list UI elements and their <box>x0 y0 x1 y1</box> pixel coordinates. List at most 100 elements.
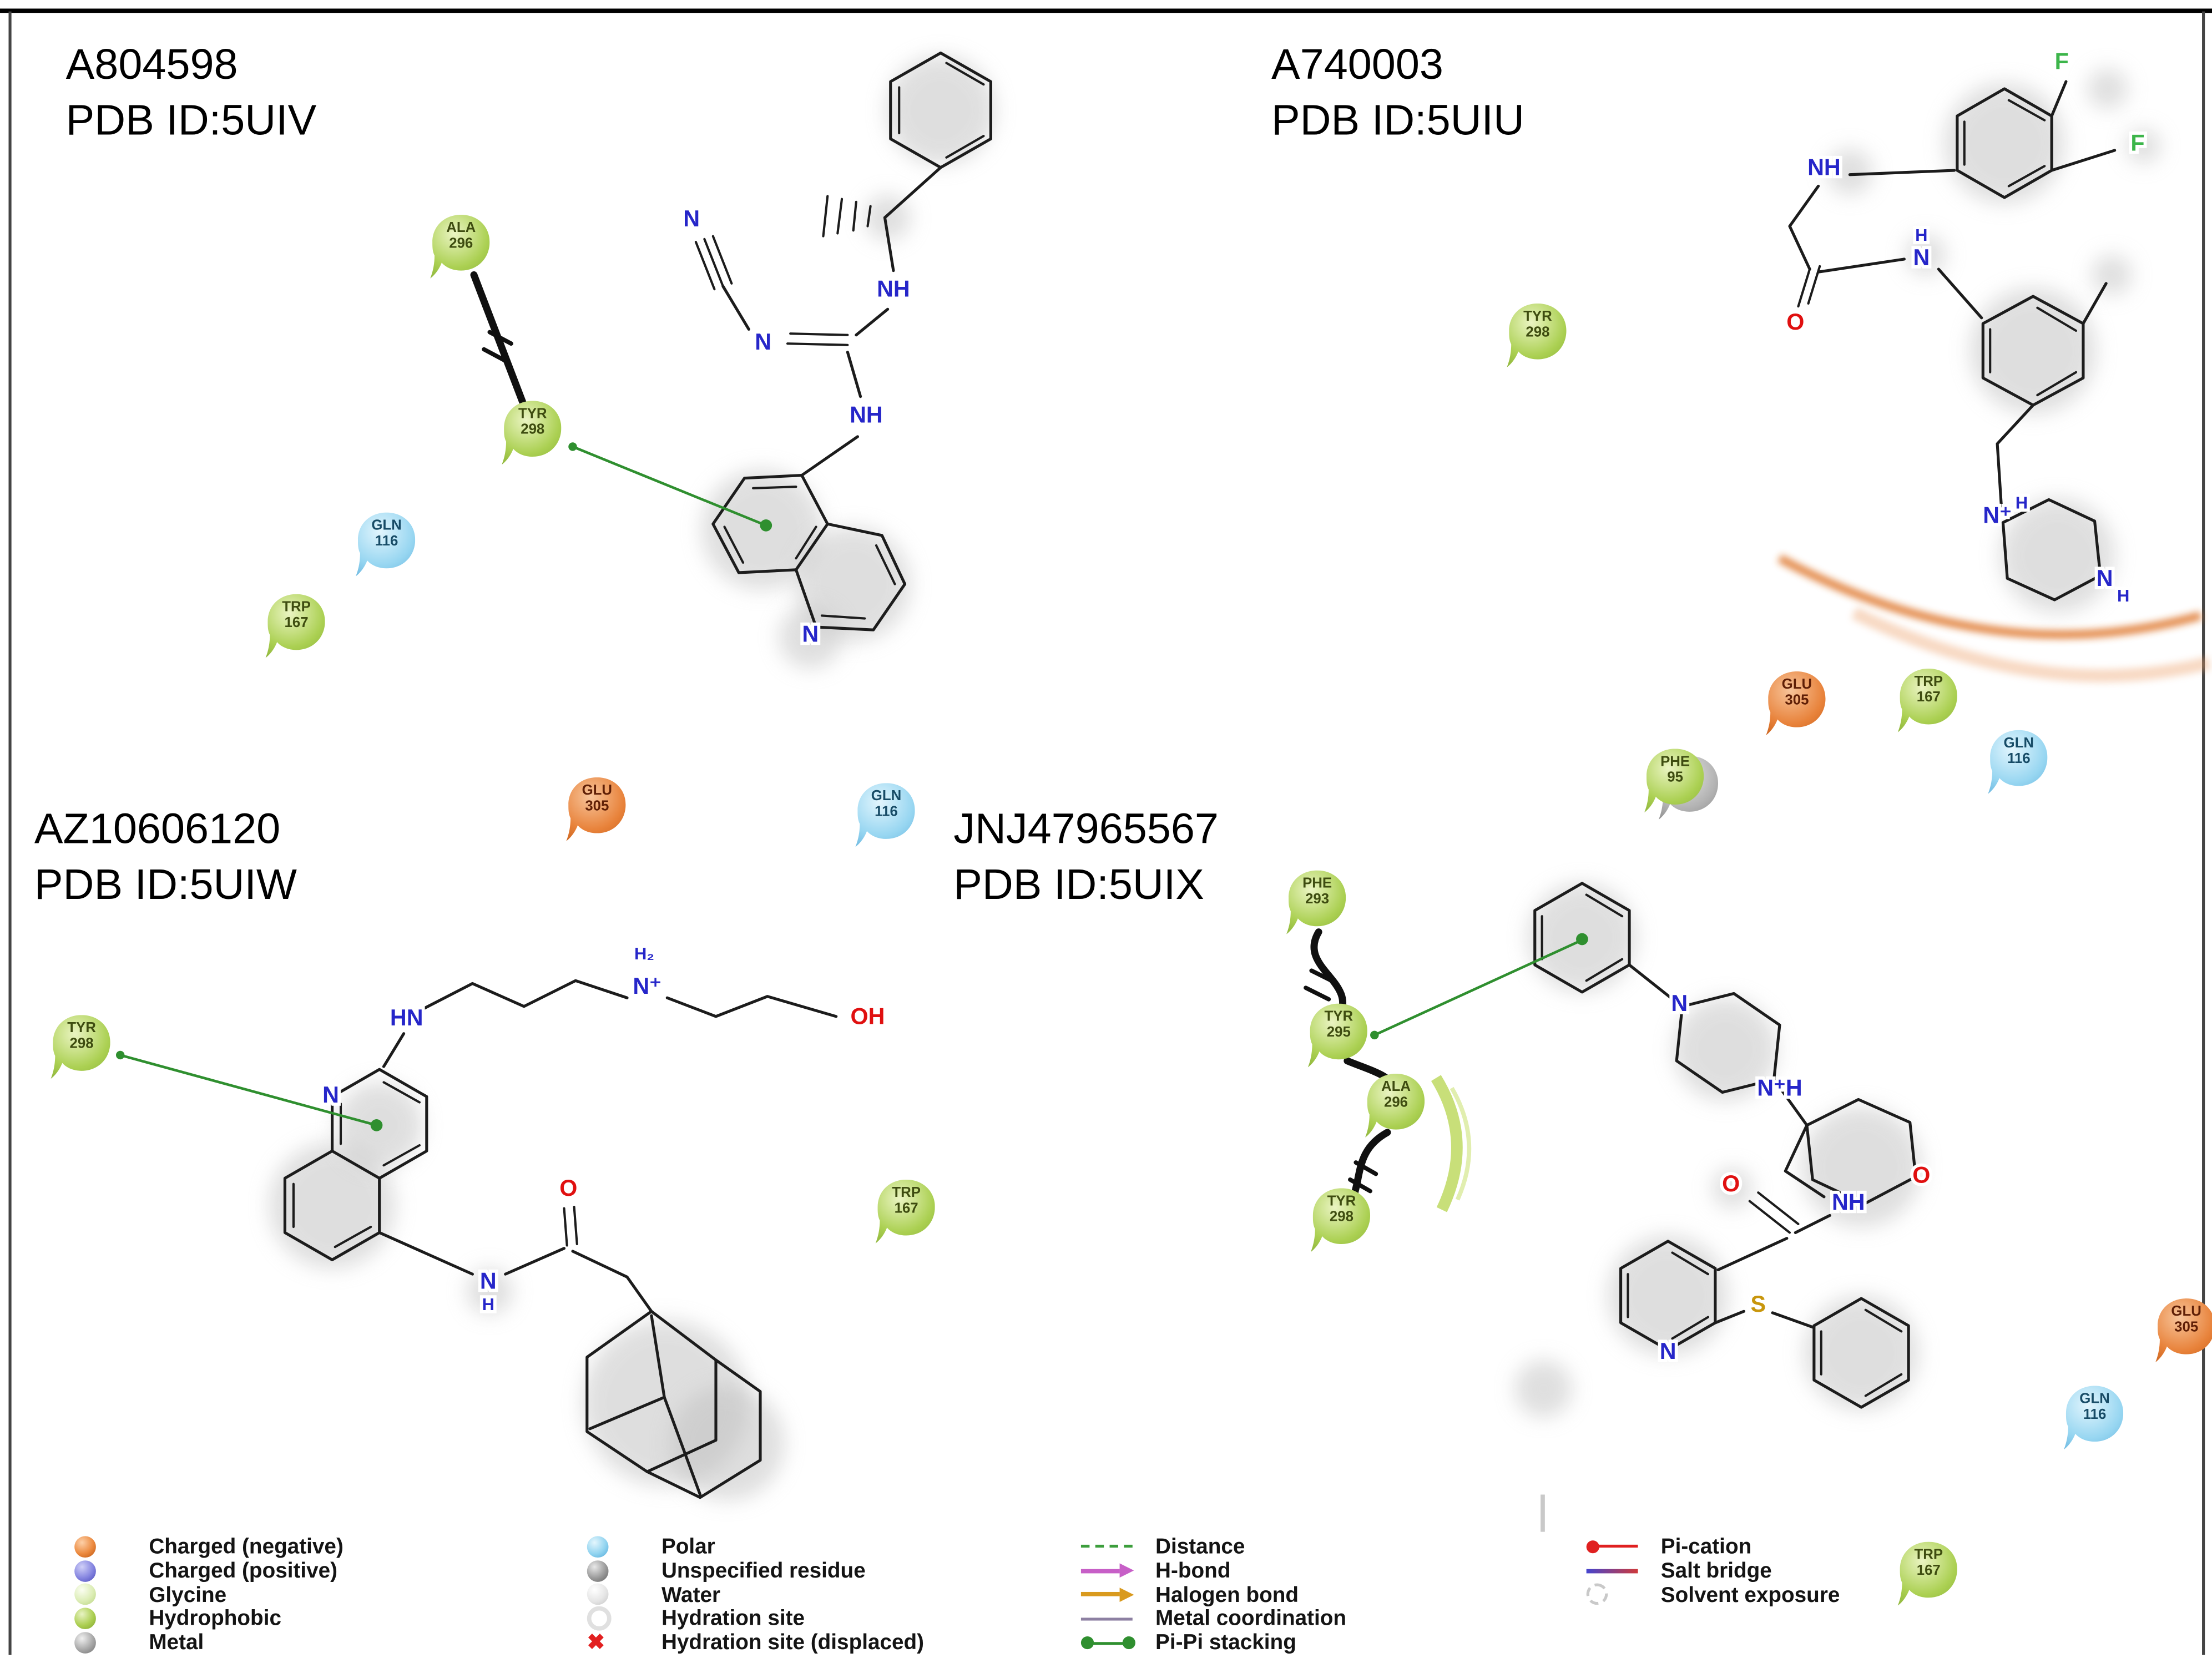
atom-label-N: N <box>802 621 819 646</box>
water-icon <box>587 1583 653 1606</box>
legend-label: Pi-cation <box>1660 1534 1752 1559</box>
pdb-id: PDB ID:5UIU <box>1271 97 1524 145</box>
hydrophobic-icon <box>74 1608 140 1630</box>
distance-icon <box>1080 1535 1147 1558</box>
hydration-displaced-icon: ✖ <box>587 1630 605 1655</box>
panel-title-5uiv: A804598 PDB ID:5UIV <box>66 37 317 149</box>
legend-item-solvent-exposure: Solvent exposure <box>1586 1583 1840 1607</box>
atom-label-OH: OH <box>851 1003 885 1029</box>
atom-label-H: H <box>482 1295 494 1314</box>
legend-item-salt-bridge: Salt bridge <box>1586 1558 1840 1583</box>
legend-item-metal: Metal <box>74 1631 344 1655</box>
legend-item-halogen-bond: Halogen bond <box>1080 1583 1346 1608</box>
atom-label-S: S <box>1750 1291 1766 1317</box>
atom-label-O: O <box>559 1175 577 1201</box>
atom-label-N: N <box>1660 1338 1676 1364</box>
legend-label: Hydration site (displaced) <box>661 1630 925 1655</box>
atom-label-N: N <box>1671 990 1688 1016</box>
atom-label-N: N⁺ <box>1983 502 2012 528</box>
legend-item-water: Water <box>587 1583 924 1608</box>
atom-label-O: O <box>1912 1162 1930 1188</box>
legend-label: Charged (positive) <box>149 1558 338 1583</box>
pipi-line-5uiv <box>568 442 772 532</box>
legend-label: Hydration site <box>661 1606 805 1631</box>
solvent-arc-5uiu <box>1777 554 2211 683</box>
hydration-site-icon <box>587 1606 653 1631</box>
atom-label-N: N <box>683 206 700 231</box>
polar-icon <box>587 1535 653 1558</box>
atom-label-O: O <box>1786 309 1804 335</box>
molecule-az10606120 <box>283 979 838 1499</box>
legend-item-distance: Distance <box>1080 1534 1346 1559</box>
legend-label: Metal coordination <box>1155 1606 1347 1631</box>
legend-item-polar: Polar <box>587 1535 924 1559</box>
solvent-exposure-icon <box>1586 1583 1653 1606</box>
legend-label: Pi-Pi stacking <box>1155 1630 1296 1655</box>
legend-label: H-bond <box>1155 1558 1231 1583</box>
atom-label-N: N <box>480 1268 497 1294</box>
legend-item-charged-negative: Charged (negative) <box>74 1535 344 1559</box>
panel-title-5uiw: AZ10606120 PDB ID:5UIW <box>34 802 297 913</box>
atom-label-N: N <box>1913 245 1930 270</box>
salt-bridge-icon <box>1586 1559 1653 1582</box>
atom-label-O: O <box>1722 1171 1740 1196</box>
legend-label: Water <box>661 1583 721 1608</box>
pipi-line-5uix <box>1370 933 1588 1040</box>
legend-item-unspecified-residue: Unspecified residue <box>587 1559 924 1583</box>
pdb-id: PDB ID:5UIW <box>34 862 297 909</box>
atom-label-N: N <box>322 1082 339 1108</box>
unspecified-residue-icon <box>587 1559 653 1582</box>
molecule-a740003 <box>1788 80 2117 601</box>
legend-item-metal-coordination: Metal coordination <box>1080 1606 1347 1631</box>
atom-label-HN: HN <box>390 1005 423 1030</box>
stray-mark <box>1541 1494 1545 1532</box>
halogen-bond-icon <box>1080 1583 1147 1606</box>
atom-label-NH: NH <box>877 276 910 302</box>
legend-label: Distance <box>1155 1534 1245 1559</box>
pdb-id: PDB ID:5UIV <box>65 97 317 145</box>
atom-label-H: H₂ <box>634 944 654 963</box>
atom-label-H: H <box>2016 493 2028 512</box>
backbone-line-phe293-tyr298 <box>1304 928 1395 1216</box>
pi-cation-icon <box>1586 1535 1653 1558</box>
pdb-id: PDB ID:5UIX <box>953 862 1204 909</box>
pi-pi-stacking-icon <box>1080 1631 1147 1654</box>
legend-label: Charged (negative) <box>149 1534 344 1559</box>
backbone-line-ala296-tyr298 <box>470 271 529 413</box>
legend-item-hydration-displaced: ✖ Hydration site (displaced) <box>587 1631 924 1655</box>
legend-label: Unspecified residue <box>661 1558 866 1583</box>
atom-label-NH: NH <box>1807 154 1841 180</box>
legend-item-pi-pi-stacking: Pi-Pi stacking <box>1080 1630 1346 1655</box>
legend-label: Halogen bond <box>1155 1583 1299 1608</box>
charged-positive-icon <box>74 1559 140 1582</box>
atom-label-F: F <box>2055 48 2069 74</box>
legend-label: Salt bridge <box>1660 1558 1772 1583</box>
legend-item-glycine: Glycine <box>74 1583 344 1607</box>
charged-negative-icon <box>74 1535 140 1558</box>
pipi-line-5uiw <box>115 1050 383 1131</box>
figure-border-right <box>2202 11 2205 1655</box>
figure-border-top <box>0 8 2212 13</box>
h-bond-icon <box>1080 1559 1147 1582</box>
atom-label-NH: N⁺H <box>1757 1075 1802 1100</box>
legend-item-hydrophobic: Hydrophobic <box>74 1607 344 1631</box>
molecule-a804598 <box>694 51 992 631</box>
compound-name: AZ10606120 <box>34 806 281 853</box>
atom-label-N: N⁺ <box>633 973 661 999</box>
glycine-icon <box>74 1583 140 1606</box>
legend-item-h-bond: H-bond <box>1080 1558 1346 1583</box>
atom-label-NH: NH <box>1832 1190 1865 1215</box>
solvent-exposure-glows <box>269 55 2161 1500</box>
figure-border-left <box>8 11 12 1655</box>
molecule-jnj47965567 <box>1533 882 1917 1409</box>
legend-label: Polar <box>661 1534 715 1559</box>
atom-label-H: H <box>2117 586 2129 605</box>
compound-name: JNJ47965567 <box>953 806 1219 853</box>
legend-item-pi-cation: Pi-cation <box>1586 1534 1840 1559</box>
